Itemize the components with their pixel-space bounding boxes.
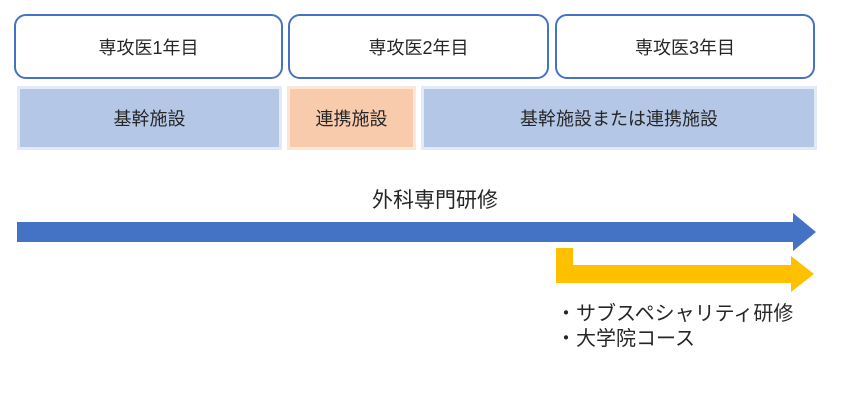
year-box-1: 専攻医1年目	[14, 14, 283, 79]
subspecialty-option-2: ・大学院コース	[556, 328, 695, 350]
facility-bar-base: 基幹施設	[17, 86, 282, 150]
year-box-3: 専攻医3年目	[555, 14, 815, 79]
year-box-3-label: 専攻医3年目	[634, 37, 735, 58]
facility-bar-partner: 連携施設	[287, 86, 416, 150]
facility-bar-base-or-partner: 基幹施設または連携施設	[421, 86, 817, 150]
main-training-arrow	[17, 213, 816, 251]
facility-bar-base-label: 基幹施設	[113, 109, 186, 129]
year-box-1-label: 専攻医1年目	[98, 37, 199, 58]
main-training-arrow-label: 外科専門研修	[372, 189, 498, 212]
subspecialty-elbow-arrow	[556, 248, 814, 292]
year-box-2-label: 専攻医2年目	[368, 37, 469, 58]
subspecialty-option-list: ・サブスペシャリティ研修 ・大学院コース	[556, 302, 793, 352]
facility-bar-partner-label: 連携施設	[315, 109, 388, 129]
subspecialty-option-1: ・サブスペシャリティ研修	[556, 303, 794, 325]
year-box-2: 専攻医2年目	[288, 14, 549, 79]
facility-bar-base-or-partner-label: 基幹施設または連携施設	[520, 109, 718, 129]
